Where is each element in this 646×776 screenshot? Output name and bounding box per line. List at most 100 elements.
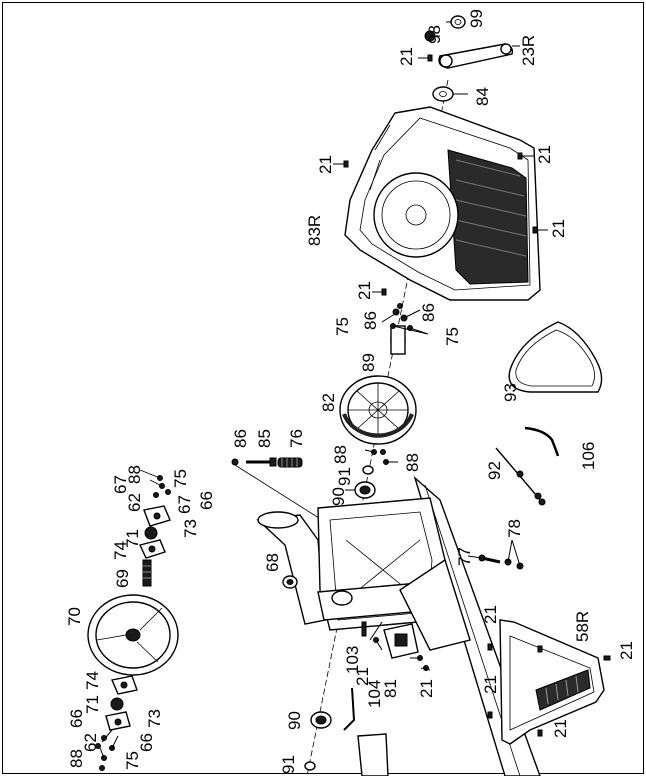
label-62-lower: 62 (81, 733, 100, 752)
label-21-top: 21 (397, 47, 416, 66)
label-23r: 23R (519, 35, 538, 66)
side-cover-83r (344, 106, 541, 301)
label-104: 104 (365, 680, 384, 708)
label-103: 103 (343, 646, 362, 674)
crank-arm-23r (438, 43, 514, 69)
bearing-90-lower (310, 711, 332, 729)
label-75-lower: 75 (123, 751, 142, 770)
shaft-69 (142, 559, 152, 587)
label-74-lower: 74 (83, 671, 102, 690)
label-21-cover-left: 21 (316, 155, 335, 174)
label-91-upper: 91 (335, 467, 354, 486)
label-82: 82 (319, 393, 338, 412)
label-70: 70 (65, 607, 84, 626)
label-69: 69 (113, 569, 132, 588)
side-cover-58r (499, 619, 605, 745)
label-98: 98 (425, 25, 444, 44)
label-73-lower: 73 (145, 709, 164, 728)
cable-106 (524, 426, 560, 457)
end-cap-99 (450, 15, 466, 29)
label-90-upper: 90 (329, 487, 348, 506)
label-21-middle-a: 21 (353, 667, 372, 686)
label-67-b: 67 (175, 495, 194, 514)
bracket-81 (383, 623, 419, 659)
label-21-cover-right: 21 (535, 145, 554, 164)
label-66-lower-a: 66 (67, 709, 86, 728)
small-parts-upper (139, 469, 171, 498)
label-90-lower: 90 (285, 711, 304, 730)
label-86-left: 86 (361, 311, 380, 330)
washer-91-upper (362, 465, 374, 475)
label-66-lower-b: 66 (137, 733, 156, 752)
bolt-77 (478, 554, 501, 564)
screws-88-upper (371, 449, 389, 465)
bushing-68 (282, 575, 298, 589)
bolt-86 (231, 458, 239, 466)
tension-cable-92 (495, 447, 546, 506)
label-71-upper: 71 (123, 529, 142, 548)
label-21-58r-right: 21 (617, 641, 636, 660)
washer-84 (432, 86, 454, 102)
screw-21-cover-bottom (532, 226, 548, 234)
label-92: 92 (485, 461, 504, 480)
label-73-flywheel-top: 73 (181, 519, 200, 538)
label-88-upper-right: 88 (403, 453, 422, 472)
screw-21-cover-left (333, 160, 349, 168)
label-77: 77 (455, 547, 474, 566)
label-88-flywheel-top: 88 (125, 465, 144, 484)
label-75-left: 75 (333, 317, 352, 336)
label-78: 78 (505, 519, 524, 538)
label-86-seat: 86 (231, 429, 250, 448)
label-93: 93 (501, 383, 520, 402)
label-99: 99 (467, 9, 486, 28)
leader-lines (99, 21, 521, 759)
label-84: 84 (473, 87, 492, 106)
label-75-flywheel-top: 75 (171, 469, 190, 488)
label-91-lower: 91 (279, 755, 298, 774)
label-58r: 58R (573, 611, 592, 642)
label-76: 76 (287, 429, 306, 448)
pulley-82 (339, 375, 417, 445)
label-62-flywheel-top: 62 (125, 493, 144, 512)
screw-21-top (418, 54, 433, 62)
label-21-58r-bottom: 21 (551, 719, 570, 738)
label-88-lower: 88 (67, 749, 86, 768)
label-81: 81 (381, 679, 400, 698)
bearing-71-upper (144, 526, 158, 540)
label-21-58r-left: 21 (481, 675, 500, 694)
screw-21-cover-low (372, 288, 387, 296)
label-75-right: 75 (443, 327, 462, 346)
label-67-a: 67 (111, 475, 130, 494)
label-106: 106 (579, 442, 598, 470)
label-68: 68 (263, 553, 282, 572)
label-86-right: 86 (419, 303, 438, 322)
bracket-74-lower (111, 675, 138, 695)
label-71-lower: 71 (83, 695, 102, 714)
bearing-71-lower (110, 697, 124, 711)
bracket-73-upper (143, 505, 171, 527)
screw-21-cover-right (517, 152, 535, 160)
label-66-flywheel-top: 66 (197, 491, 216, 510)
bracket-73-lower (105, 711, 131, 731)
crank-bolt-98 (424, 30, 436, 42)
label-74-upper: 74 (111, 541, 130, 560)
label-85: 85 (255, 429, 274, 448)
washer-91-lower (304, 761, 316, 771)
nuts-78 (504, 558, 524, 570)
leader-86 (234, 464, 331, 526)
knob-76 (277, 457, 303, 468)
screws-21-58r (487, 643, 611, 737)
label-88-upper-left: 88 (331, 445, 350, 464)
part-104 (343, 687, 356, 731)
drive-belt-93 (508, 321, 603, 393)
label-83r: 83R (305, 215, 324, 246)
bracket-74-upper (139, 539, 166, 559)
bolt-85 (246, 457, 277, 467)
flywheel-70 (87, 594, 179, 676)
label-21-cover-bottom: 21 (549, 219, 568, 238)
label-21-middle-b: 21 (417, 679, 436, 698)
bearing-90-upper (354, 481, 376, 499)
label-21-58r-top: 21 (481, 605, 500, 624)
